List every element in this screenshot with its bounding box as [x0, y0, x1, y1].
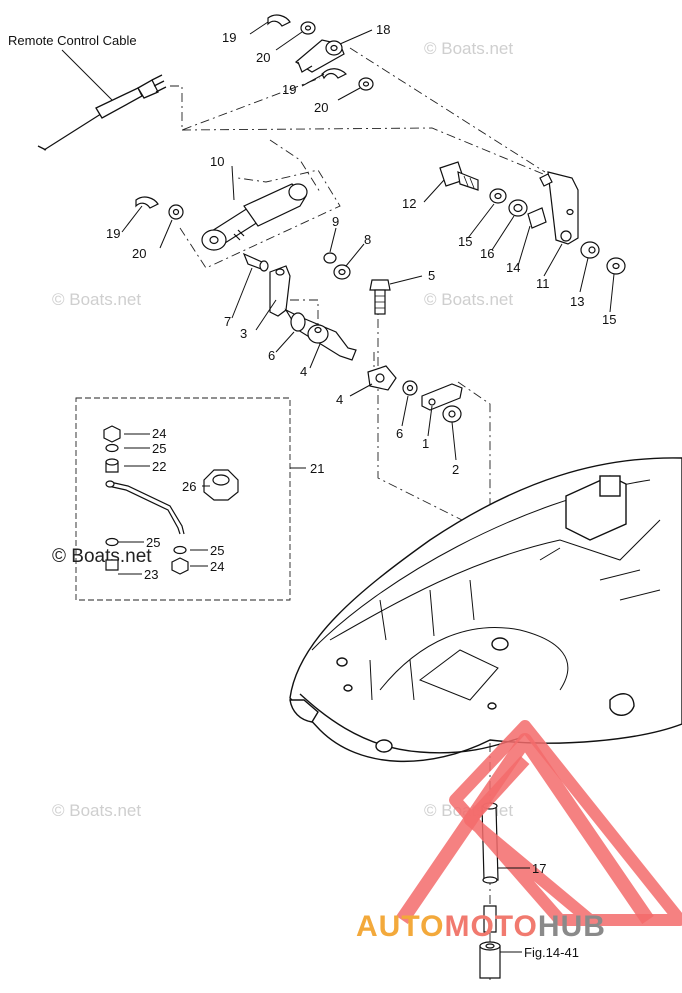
callout-16: 16 [480, 246, 494, 261]
bottom-cowling [289, 457, 682, 762]
callout-7: 7 [224, 314, 231, 329]
callout-19: 19 [106, 226, 120, 241]
callout-26: 26 [182, 479, 196, 494]
shaft-17 [479, 802, 501, 979]
callout-25: 25 [146, 535, 160, 550]
watermark-strong: © Boats.net [52, 546, 152, 567]
link-lower [367, 365, 463, 423]
watermark: © Boats.net [52, 801, 141, 820]
brand-hub: HUB [538, 910, 606, 943]
callout-25: 25 [210, 543, 224, 558]
cable-label: Remote Control Cable [8, 33, 137, 48]
kit-parts [103, 425, 239, 575]
callout-8: 8 [364, 232, 371, 247]
brand-logo: AUTOMOTOHUB [356, 720, 682, 943]
callout-12: 12 [402, 196, 416, 211]
link-rod-upper [267, 14, 374, 91]
callout-1: 1 [422, 436, 429, 451]
callout-4: 4 [336, 392, 343, 407]
lever-assembly-right [439, 161, 626, 275]
callout-14: 14 [506, 260, 520, 275]
callout-21: 21 [310, 461, 324, 476]
remote-control-cable: Remote Control Cable [8, 33, 167, 151]
callout-5: 5 [428, 268, 435, 283]
callouts: 19 20 18 19 20 10 19 20 9 8 5 12 15 16 1… [106, 22, 616, 960]
brand-moto: MOTO [444, 910, 537, 943]
callout-13: 13 [570, 294, 584, 309]
bolt-5 [369, 279, 391, 315]
callout-6: 6 [396, 426, 403, 441]
callout-23: 23 [144, 567, 158, 582]
figure-label: Fig.14-41 [524, 945, 579, 960]
callout-11: 11 [536, 276, 550, 291]
brand-auto: AUTO [356, 910, 444, 943]
link-rod-10 [135, 183, 308, 251]
callout-24: 24 [152, 426, 166, 441]
callout-19: 19 [222, 30, 236, 45]
brand-text: AUTOMOTOHUB [356, 910, 606, 943]
callout-18: 18 [376, 22, 390, 37]
callout-15: 15 [458, 234, 472, 249]
callout-20: 20 [132, 246, 146, 261]
callout-20: 20 [314, 100, 328, 115]
watermark: © Boats.net [424, 290, 513, 309]
callout-17: 17 [532, 861, 546, 876]
callout-6: 6 [268, 348, 275, 363]
callout-10: 10 [210, 154, 224, 169]
leader-lines [118, 21, 615, 953]
assembly-lines [170, 47, 549, 980]
callout-19: 19 [282, 82, 296, 97]
callout-15: 15 [602, 312, 616, 327]
callout-9: 9 [332, 214, 339, 229]
throttle-lever [242, 252, 357, 361]
watermark: © Boats.net [52, 290, 141, 309]
watermark: © Boats.net [424, 39, 513, 58]
callout-3: 3 [240, 326, 247, 341]
callout-4: 4 [300, 364, 307, 379]
callout-24: 24 [210, 559, 224, 574]
callout-20: 20 [256, 50, 270, 65]
kit-box [75, 397, 291, 601]
callout-2: 2 [452, 462, 459, 477]
callout-22: 22 [152, 459, 166, 474]
callout-25: 25 [152, 441, 166, 456]
